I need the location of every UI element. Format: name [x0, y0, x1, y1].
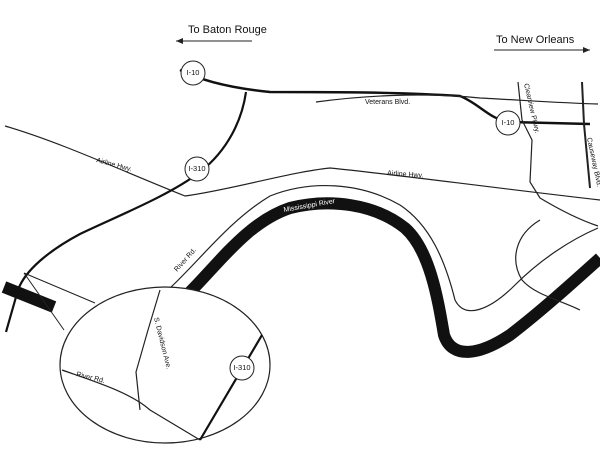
veterans-blvd — [315, 94, 599, 105]
mississippi-river — [185, 197, 600, 358]
svg-text:I-310: I-310 — [233, 363, 250, 372]
inset-s-davidson — [135, 289, 161, 411]
shield-i10-east: I-10 — [495, 110, 521, 136]
label-river-rd: River Rd. — [173, 247, 198, 273]
interstate-310 — [4, 91, 248, 333]
river-rd-east — [515, 219, 581, 311]
svg-text:I-310: I-310 — [188, 164, 205, 173]
arrow-baton-rouge — [176, 38, 252, 44]
arrow-new-orleans — [494, 47, 590, 53]
label-airline-right: Airline Hwy. — [387, 170, 424, 180]
shield-i310-north: I-310 — [184, 156, 210, 182]
svg-text:I-10: I-10 — [502, 118, 515, 127]
clearview-pkwy — [517, 81, 599, 227]
label-new-orleans: To New Orleans — [496, 34, 575, 46]
shield-i310-inset: I-310 — [229, 355, 255, 381]
inset-river-rd — [61, 369, 201, 441]
shield-i10-west: I-10 — [180, 60, 206, 86]
svg-text:I-10: I-10 — [187, 68, 200, 77]
mississippi-river-west — [1, 281, 57, 313]
interstate-10 — [179, 68, 591, 126]
airline-hwy — [4, 125, 600, 201]
label-airline-left: Airline Hwy. — [95, 157, 132, 173]
label-veterans: Veterans Blvd. — [365, 99, 410, 106]
inset-pointer — [23, 272, 96, 331]
river-rd-line — [169, 184, 599, 312]
causeway-blvd — [581, 81, 591, 189]
inset-i310 — [199, 334, 263, 441]
label-baton-rouge: To Baton Rouge — [188, 24, 267, 36]
inset-circle — [59, 286, 271, 444]
